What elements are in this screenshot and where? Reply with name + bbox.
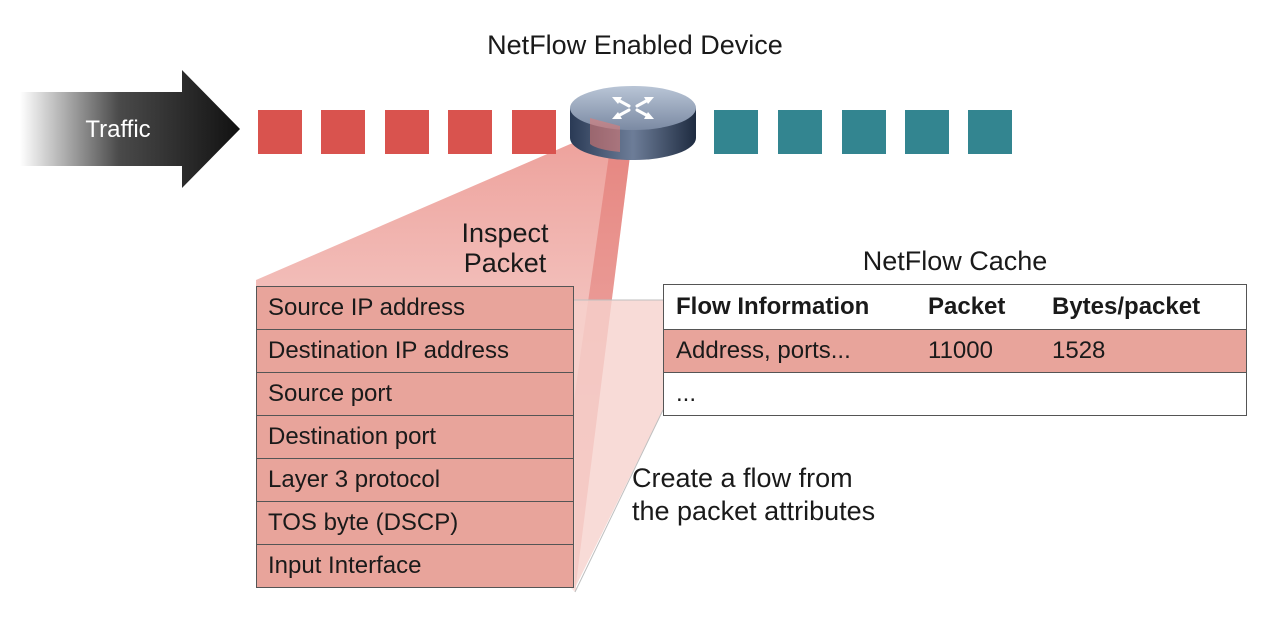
outgoing-packet xyxy=(968,110,1012,154)
incoming-packet xyxy=(448,110,492,154)
flow-caption: Create a flow from the packet attributes xyxy=(632,462,875,528)
incoming-packet xyxy=(512,110,556,154)
cache-connector xyxy=(574,300,663,590)
cache-header-flow-info: Flow Information xyxy=(663,284,916,330)
cache-connector-edge xyxy=(574,409,664,593)
router-icon xyxy=(570,86,696,160)
inspect-packet-label: Inspect Packet xyxy=(440,218,570,278)
attribute-cell: Destination IP address xyxy=(256,329,574,373)
incoming-packet xyxy=(385,110,429,154)
outgoing-packet xyxy=(905,110,949,154)
attribute-row: Layer 3 protocol xyxy=(256,458,574,502)
cache-cell-bytes xyxy=(1040,373,1247,416)
netflow-cache-table: Flow Information Packet Bytes/packet Add… xyxy=(663,284,1247,416)
cache-cell-packet xyxy=(916,373,1040,416)
incoming-packets xyxy=(258,110,556,154)
attribute-cell: Input Interface xyxy=(256,544,574,588)
cache-cell-bytes: 1528 xyxy=(1040,329,1247,373)
cache-header-row: Flow Information Packet Bytes/packet xyxy=(663,284,1247,330)
cache-header-bytes: Bytes/packet xyxy=(1040,284,1247,330)
packet-attributes-table: Source IP address Destination IP address… xyxy=(256,286,574,588)
device-title: NetFlow Enabled Device xyxy=(487,30,783,60)
attribute-row: TOS byte (DSCP) xyxy=(256,501,574,545)
outgoing-packet xyxy=(714,110,758,154)
traffic-arrow xyxy=(20,70,240,188)
attribute-row: Input Interface xyxy=(256,544,574,588)
caption-line2: the packet attributes xyxy=(632,496,876,526)
cache-cell-flow-info: ... xyxy=(676,380,697,407)
attribute-row: Source IP address xyxy=(256,286,574,330)
cache-cell-flow-info: Address, ports... xyxy=(663,329,916,373)
attribute-row: Destination IP address xyxy=(256,329,574,373)
attribute-row: Source port xyxy=(256,372,574,416)
traffic-label: Traffic xyxy=(85,116,150,143)
cache-header-packet: Packet xyxy=(916,284,1040,330)
inspect-label-line1: Inspect xyxy=(461,218,549,248)
cache-title: NetFlow Cache xyxy=(862,246,1048,276)
cache-cell-packet: 11000 xyxy=(916,329,1040,373)
attribute-cell: Layer 3 protocol xyxy=(256,458,574,502)
inspect-label-line2: Packet xyxy=(463,248,547,278)
attribute-row: Destination port xyxy=(256,415,574,459)
attribute-cell: Destination port xyxy=(256,415,574,459)
caption-line1: Create a flow from xyxy=(632,463,853,493)
incoming-packet xyxy=(258,110,302,154)
attribute-cell: Source IP address xyxy=(256,286,574,330)
outgoing-packets xyxy=(714,110,1012,154)
attribute-cell: TOS byte (DSCP) xyxy=(256,501,574,545)
attribute-cell: Source port xyxy=(256,372,574,416)
cache-row: Address, ports... 11000 1528 xyxy=(663,329,1247,373)
incoming-packet xyxy=(321,110,365,154)
cache-row: ... xyxy=(664,373,1247,416)
outgoing-packet xyxy=(842,110,886,154)
outgoing-packet xyxy=(778,110,822,154)
